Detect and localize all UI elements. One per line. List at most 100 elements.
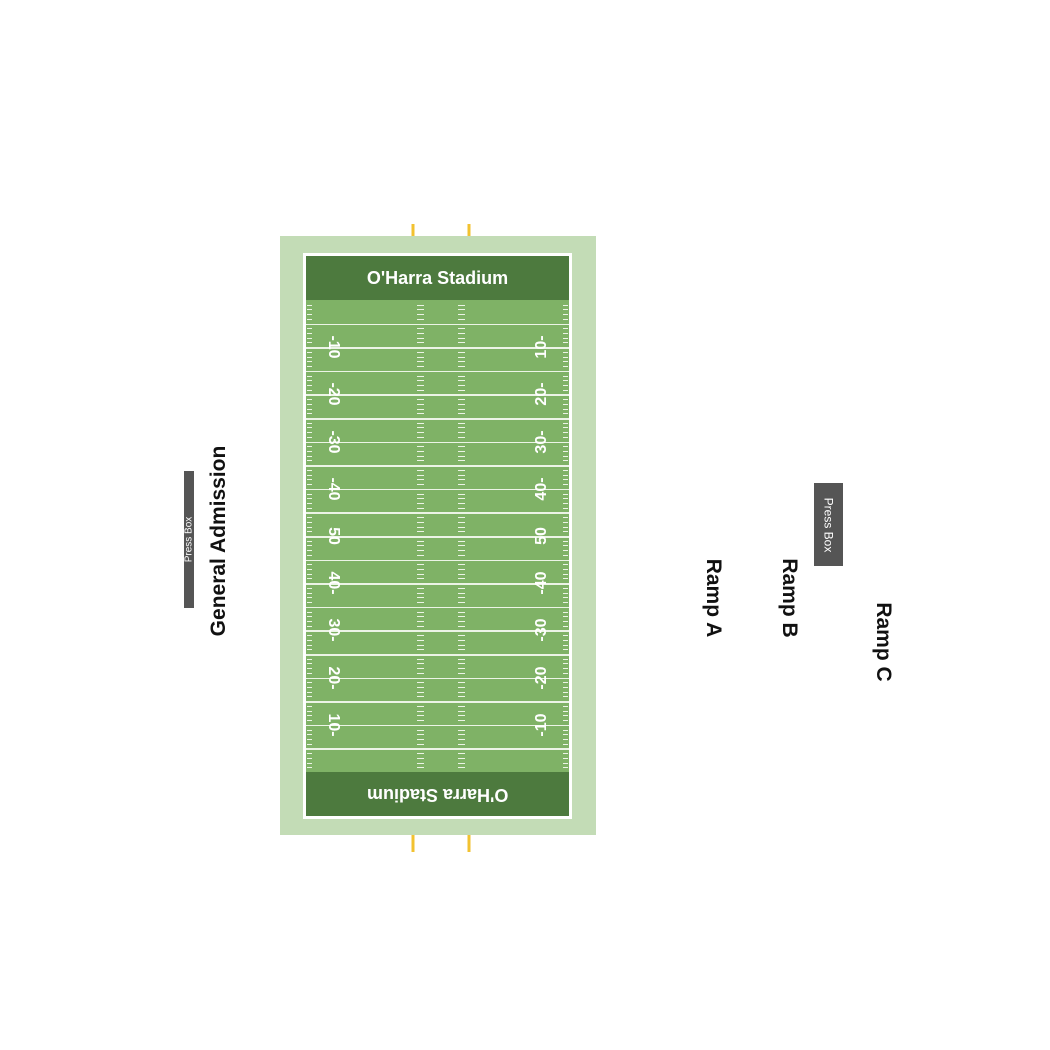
- hash-mark: [458, 526, 465, 528]
- hash-mark: [417, 545, 424, 547]
- hash-mark: [307, 502, 312, 504]
- section-ramp-c[interactable]: Ramp C: [872, 602, 895, 682]
- hash-mark: [458, 644, 465, 646]
- hash-mark: [417, 668, 424, 670]
- hash-mark: [563, 455, 568, 457]
- yard-number-right: -40: [533, 571, 550, 595]
- yard-number-right: 10-: [533, 335, 550, 359]
- yard-line: [306, 418, 569, 420]
- hash-mark: [417, 507, 424, 509]
- hash-mark: [458, 649, 465, 651]
- hash-mark: [458, 484, 465, 486]
- yard-number-left: 10-: [325, 713, 342, 737]
- endzone-bottom[interactable]: O'Harra Stadium: [306, 772, 569, 816]
- hash-mark: [458, 403, 465, 405]
- hash-mark: [307, 569, 312, 571]
- hash-mark: [458, 639, 465, 641]
- hash-mark: [417, 658, 424, 660]
- hash-mark: [563, 399, 568, 401]
- hash-mark: [458, 743, 465, 745]
- hash-mark: [563, 403, 568, 405]
- hash-mark: [417, 578, 424, 580]
- hash-mark: [458, 668, 465, 670]
- hash-mark: [307, 309, 312, 311]
- hash-mark: [307, 550, 312, 552]
- hash-mark: [563, 569, 568, 571]
- hash-mark: [458, 620, 465, 622]
- hash-mark: [417, 366, 424, 368]
- hash-mark: [417, 753, 424, 755]
- hash-mark: [417, 318, 424, 320]
- yard-number-left: -30: [325, 430, 342, 454]
- hash-mark: [307, 668, 312, 670]
- hash-mark: [458, 767, 465, 769]
- yard-line: [306, 394, 569, 396]
- hash-mark: [563, 304, 568, 306]
- section-ramp-a[interactable]: Ramp A: [702, 558, 725, 638]
- press-box-left-label: Press Box: [183, 516, 195, 563]
- hash-mark: [458, 517, 465, 519]
- press-box-left[interactable]: Press Box: [183, 471, 195, 608]
- hash-mark: [307, 460, 312, 462]
- hash-mark: [563, 672, 568, 674]
- hash-mark: [563, 493, 568, 495]
- hash-mark: [307, 720, 312, 722]
- hash-mark: [417, 715, 424, 717]
- hash-mark: [417, 422, 424, 424]
- hash-mark: [307, 304, 312, 306]
- hash-mark: [417, 569, 424, 571]
- hash-mark: [458, 531, 465, 533]
- hash-mark: [417, 493, 424, 495]
- hash-mark: [563, 767, 568, 769]
- hash-mark: [307, 436, 312, 438]
- hash-mark: [417, 573, 424, 575]
- hash-mark: [458, 304, 465, 306]
- hash-mark: [458, 413, 465, 415]
- hash-mark: [307, 455, 312, 457]
- hash-mark: [417, 351, 424, 353]
- hash-mark: [417, 521, 424, 523]
- hash-mark: [563, 635, 568, 637]
- hash-mark: [307, 649, 312, 651]
- hash-mark: [563, 526, 568, 528]
- hash-mark: [417, 705, 424, 707]
- yard-number-right: 30-: [533, 430, 550, 454]
- section-ramp-b[interactable]: Ramp B: [778, 558, 801, 638]
- hash-mark: [307, 427, 312, 429]
- hash-mark: [563, 531, 568, 533]
- section-general-admission[interactable]: General Admission: [207, 445, 230, 637]
- hash-mark: [417, 625, 424, 627]
- hash-mark: [563, 663, 568, 665]
- hash-mark: [458, 351, 465, 353]
- yard-line: [306, 347, 569, 349]
- hash-mark: [417, 639, 424, 641]
- endzone-top[interactable]: O'Harra Stadium: [306, 256, 569, 300]
- hash-mark: [307, 408, 312, 410]
- hash-mark: [458, 625, 465, 627]
- hash-mark: [458, 384, 465, 386]
- hash-mark: [417, 620, 424, 622]
- hash-mark: [417, 460, 424, 462]
- hash-mark: [307, 314, 312, 316]
- endzone-bottom-title: O'Harra Stadium: [366, 784, 509, 805]
- hash-mark: [307, 399, 312, 401]
- hash-mark: [307, 635, 312, 637]
- press-box-right[interactable]: Press Box: [814, 483, 843, 566]
- hash-mark: [563, 484, 568, 486]
- yard-number-right: -30: [533, 618, 550, 642]
- hash-mark: [417, 687, 424, 689]
- hash-mark: [563, 611, 568, 613]
- hash-mark: [563, 696, 568, 698]
- hash-mark: [307, 517, 312, 519]
- hash-mark: [417, 413, 424, 415]
- hash-mark: [417, 314, 424, 316]
- hash-mark: [458, 333, 465, 335]
- hash-mark: [563, 753, 568, 755]
- hash-mark: [307, 592, 312, 594]
- hash-mark: [458, 738, 465, 740]
- hash-mark: [563, 578, 568, 580]
- hash-mark: [417, 399, 424, 401]
- hash-mark: [563, 446, 568, 448]
- hash-mark: [417, 587, 424, 589]
